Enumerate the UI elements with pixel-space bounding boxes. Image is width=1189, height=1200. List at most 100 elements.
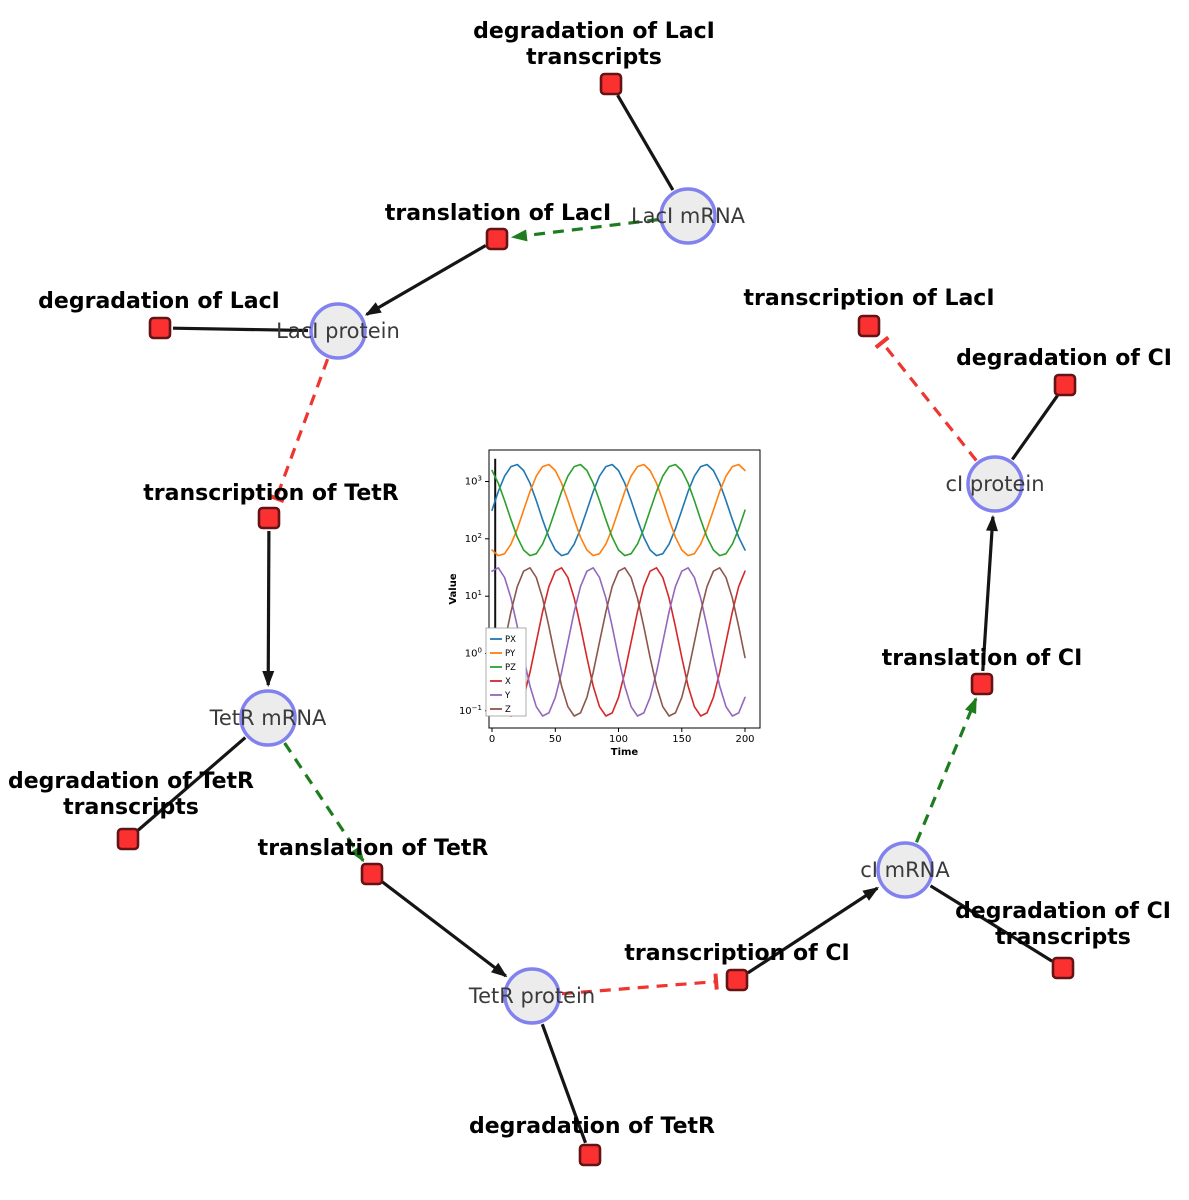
species-node-tetr_protein xyxy=(503,967,561,1025)
reaction-node-transc_laci xyxy=(857,314,881,338)
edge-production-transl_laci-to-laci_protein xyxy=(364,244,487,316)
edge-production-transc_tetr-to-tetr_mrna xyxy=(262,530,275,687)
reaction-label-transc_laci: transcription of LacI xyxy=(743,286,994,311)
edge-inhibition-laci_protein-to-transc_tetr xyxy=(268,358,330,503)
reaction-square xyxy=(599,72,623,96)
reaction-label-line: transcription of CI xyxy=(624,941,849,966)
species-circle xyxy=(966,455,1024,513)
species-label-tetr_protein: TetR protein xyxy=(468,984,595,1008)
legend-label-PX: PX xyxy=(505,635,516,645)
reaction-square xyxy=(116,827,140,851)
reaction-label-line: translation of LacI xyxy=(385,201,611,226)
species-label-ci_protein: cI protein xyxy=(945,472,1044,496)
reaction-label-line: degradation of TetR xyxy=(469,1114,715,1139)
x-tick-label: 100 xyxy=(609,734,628,745)
edge-modifier-ci_mrna-to-transl_ci xyxy=(915,696,978,843)
edges-layer xyxy=(136,94,1059,1144)
species-circle xyxy=(309,302,367,360)
edge-consumption-laci_protein-to-deg_laci xyxy=(172,326,309,333)
y-tick-exponent: 2 xyxy=(478,532,482,540)
reaction-node-transl_tetr xyxy=(360,862,384,886)
species-node-ci_mrna xyxy=(876,841,934,899)
reaction-label-line: transcripts xyxy=(526,45,662,70)
species-node-tetr_mrna xyxy=(239,689,297,747)
edge-consumption-ci_mrna-to-deg_ci_tx xyxy=(929,884,1053,963)
reaction-square xyxy=(485,227,509,251)
reaction-node-deg_ci xyxy=(1053,373,1077,397)
reaction-square xyxy=(360,862,384,886)
reaction-square xyxy=(257,506,281,530)
reaction-label-line: translation of TetR xyxy=(258,836,489,861)
reaction-node-deg_tetr xyxy=(578,1143,602,1167)
reaction-square xyxy=(857,314,881,338)
species-circle xyxy=(876,841,934,899)
y-tick-exponent: 1 xyxy=(478,589,482,597)
reaction-label-line: degradation of LacI xyxy=(473,19,715,44)
edge-consumption-laci_mrna-to-deg_laci_tx xyxy=(616,94,675,191)
series-line-PZ xyxy=(491,463,746,557)
y-axis-title: Value xyxy=(448,573,459,604)
chart-legend: PX PY PZ XYZ xyxy=(485,627,527,717)
reaction-node-transc_tetr xyxy=(257,506,281,530)
legend-box xyxy=(485,627,527,717)
reaction-node-deg_tetr_tx xyxy=(116,827,140,851)
species-node-ci_protein xyxy=(966,455,1024,513)
reaction-label-line: transcripts xyxy=(995,925,1131,950)
reaction-label-transl_ci: translation of CI xyxy=(882,646,1083,671)
species-circle xyxy=(659,187,717,245)
x-tick-label: 0 xyxy=(489,734,495,745)
species-label-tetr_mrna: TetR mRNA xyxy=(209,706,327,730)
edge-modifier-laci_mrna-to-transl_laci xyxy=(510,218,659,242)
reaction-label-transl_tetr: translation of TetR xyxy=(258,836,489,861)
series-line-Y xyxy=(491,566,746,717)
reaction-square xyxy=(725,968,749,992)
species-label-ci_mrna: cI mRNA xyxy=(860,858,950,882)
reaction-node-deg_laci_tx xyxy=(599,72,623,96)
species-node-laci_mrna xyxy=(659,187,717,245)
reaction-label-transl_laci: translation of LacI xyxy=(385,201,611,226)
reaction-label-line: transcripts xyxy=(63,795,199,820)
edge-production-transl_ci-to-ci_protein xyxy=(981,514,998,672)
edge-consumption-tetr_mrna-to-deg_tetr_tx xyxy=(136,736,247,832)
reaction-node-deg_laci xyxy=(148,316,172,340)
reaction-square xyxy=(970,672,994,696)
legend-label-X: X xyxy=(505,677,511,687)
reaction-label-line: degradation of TetR xyxy=(8,769,254,794)
x-tick-label: 150 xyxy=(672,734,691,745)
reaction-label-transc_ci: transcription of CI xyxy=(624,941,849,966)
legend-label-PZ: PZ xyxy=(505,663,516,673)
reaction-label-line: degradation of LacI xyxy=(38,289,280,314)
x-axis-title: Time xyxy=(611,747,639,758)
reaction-label-line: degradation of CI xyxy=(956,346,1172,371)
reaction-label-line: transcription of LacI xyxy=(743,286,994,311)
reaction-square xyxy=(148,316,172,340)
reaction-square xyxy=(1051,956,1075,980)
edge-inhibition-tetr_protein-to-transc_ci xyxy=(561,973,719,996)
legend-label-Y: Y xyxy=(504,691,511,701)
y-tick-exponent: −1 xyxy=(472,704,482,712)
legend-label-PY: PY xyxy=(505,649,516,659)
series-line-Z xyxy=(491,566,746,717)
edge-modifier-tetr_mrna-to-transl_tetr xyxy=(283,742,365,863)
edge-production-transl_tetr-to-tetr_protein xyxy=(381,880,508,978)
edge-production-transc_ci-to-ci_mrna xyxy=(747,886,880,975)
species-circle xyxy=(239,689,297,747)
legend-label-Z: Z xyxy=(505,705,511,715)
nodes-layer xyxy=(116,72,1077,1167)
reaction-label-deg_ci: degradation of CI xyxy=(956,346,1172,371)
reaction-node-transc_ci xyxy=(725,968,749,992)
reaction-square xyxy=(1053,373,1077,397)
x-tick-label: 50 xyxy=(549,734,562,745)
reaction-label-deg_tetr: degradation of TetR xyxy=(469,1114,715,1139)
species-circle xyxy=(503,967,561,1025)
reaction-label-line: transcription of TetR xyxy=(143,481,399,506)
reaction-label-deg_laci: degradation of LacI xyxy=(38,289,280,314)
series-line-X xyxy=(491,566,746,717)
edge-inhibition-ci_protein-to-transc_laci xyxy=(874,335,978,462)
